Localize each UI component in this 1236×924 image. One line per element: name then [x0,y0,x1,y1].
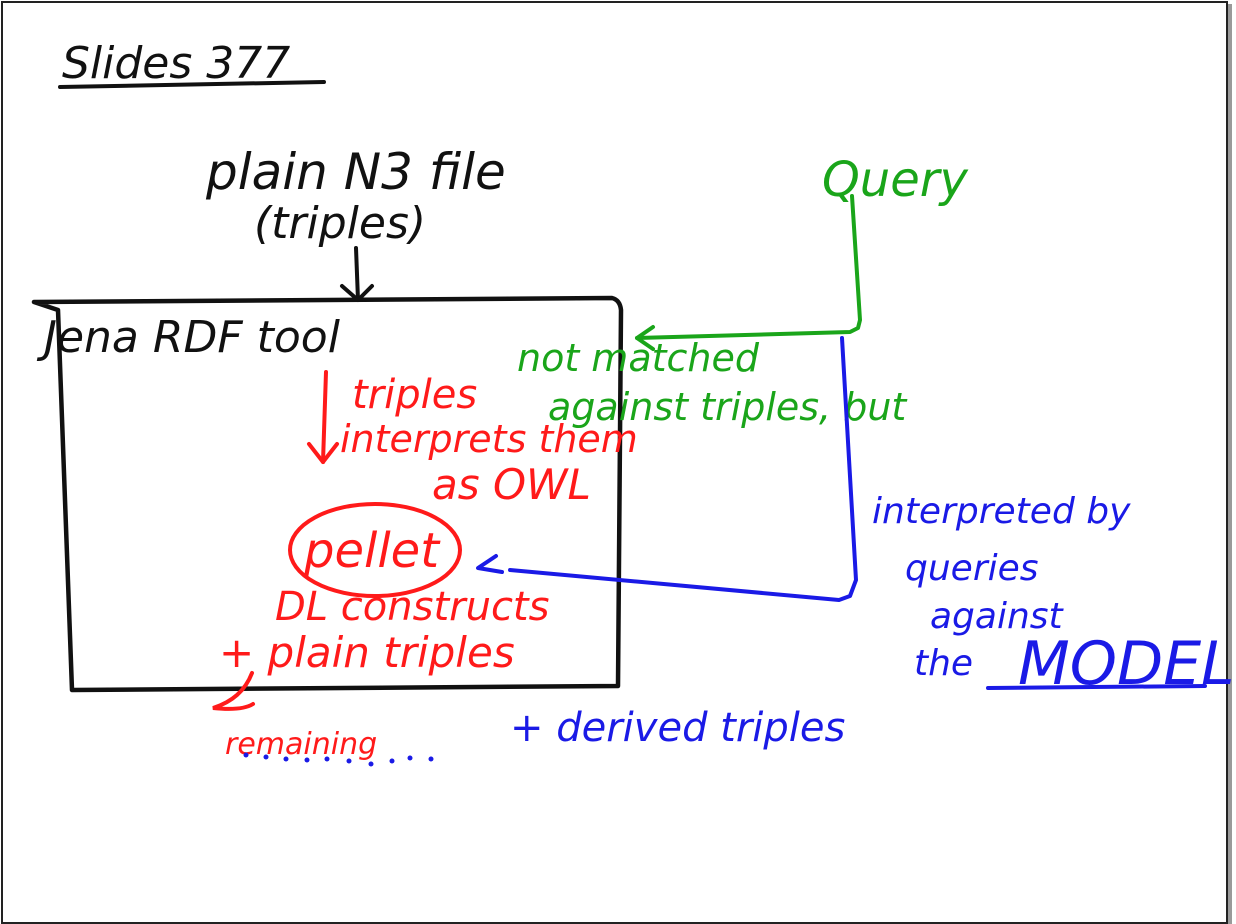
jena-box [31,295,624,693]
remaining-label: remaining [225,727,377,762]
dl-constructs-label: DL constructs [275,584,549,630]
red-note-triples: triples [352,372,477,418]
blue-derived-label: + derived triples [510,705,845,751]
source-file-sublabel: (triples) [254,198,426,249]
title-underline [58,80,326,89]
blue-note-interpreted: interpreted by [872,491,1131,532]
blue-note-against: against [930,596,1065,637]
slide-title: Slides 377 [62,38,290,89]
box-label: Jena RDF tool [36,312,341,363]
query-label: Query [822,152,968,208]
source-file-label: plain N3 file [205,143,506,201]
red-down-arrow [321,370,328,464]
blue-path-arrowhead [476,554,504,574]
query-arrow [635,194,862,340]
blue-note-queries: queries [905,548,1039,589]
remaining-dots [243,752,434,767]
red-note-as-owl: as OWL [432,460,591,509]
green-note-against: against triples, but [548,385,908,429]
remaining-brace [212,671,255,711]
red-note-interprets: interprets them [340,417,638,461]
red-down-arrowhead [307,442,339,464]
input-arrow [354,246,360,302]
query-arrowhead [635,325,655,351]
pellet-ellipse [288,502,462,598]
green-note-not-matched: not matched [517,336,760,380]
model-underline [986,684,1207,690]
plain-triples-label: + plain triples [219,628,515,677]
pellet-label: pellet [303,523,441,579]
blue-note-the: the [914,643,973,684]
blue-path [508,336,858,602]
